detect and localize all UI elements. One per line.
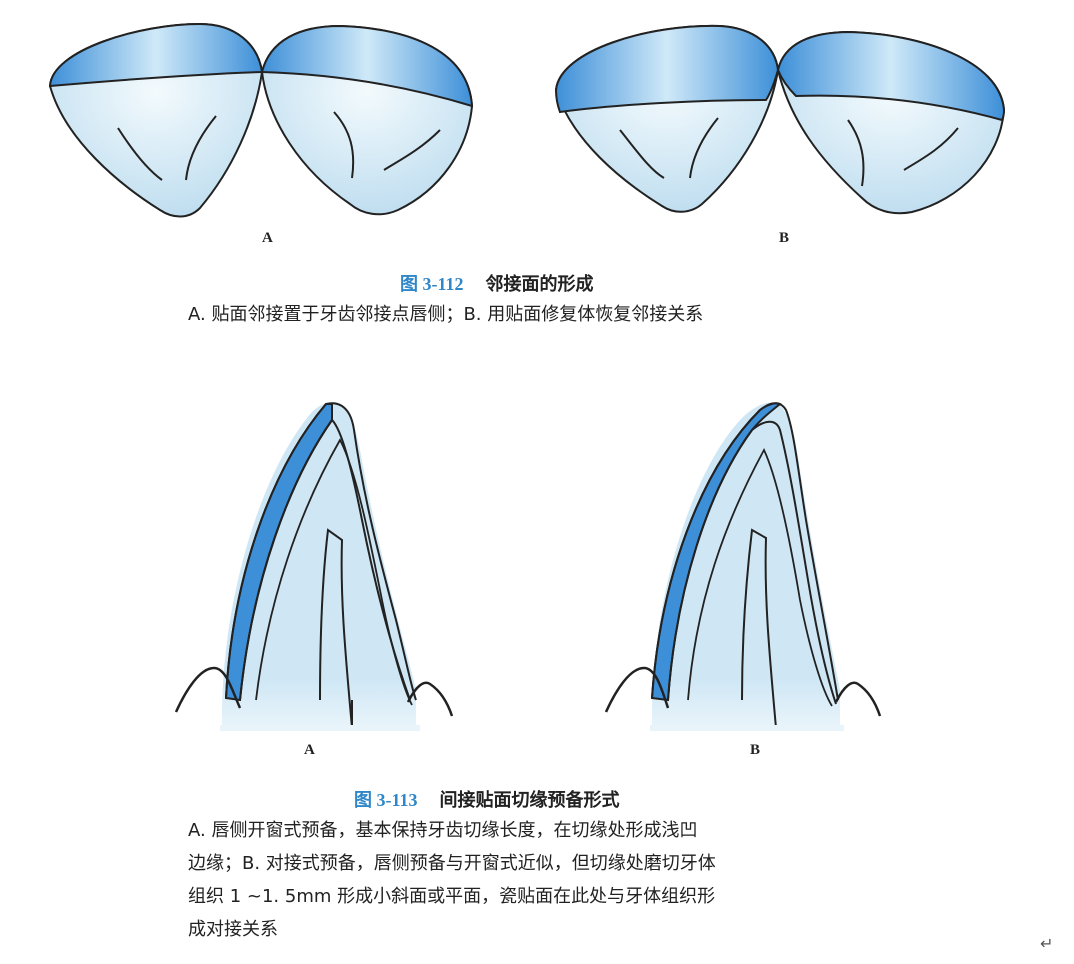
fig113-a-drawing [174,402,454,731]
fig112-label-a: A [262,230,273,246]
fig113-a-tooth [221,402,416,728]
fig113-label-a: A [304,742,315,758]
fig113-caption-line-2: 边缘；B. 对接式预备，唇侧预备与开窗式近似，但切缘处磨切牙体 [188,853,716,874]
fig113-caption-line-1: A. 唇侧开窗式预备，基本保持牙齿切缘长度，在切缘处形成浅凹 [188,820,698,841]
fig113-a-gum-left [174,666,242,713]
fig112-caption-text: A. 贴面邻接置于牙齿邻接点唇侧；B. 用贴面修复体恢复邻接关系 [188,304,704,325]
fig112-b-left-veneer [554,24,780,114]
fig112-b-drawing [554,24,1006,215]
fig113-caption-line-3: 组织 1 ~1. 5mm 形成小斜面或平面，瓷贴面在此处与牙体组织形 [188,886,716,907]
fig112-a-left-veneer [48,22,264,88]
fig112-a-right-veneer [260,24,474,108]
fig113-label-b: B [750,742,761,758]
fig112-title: 邻接面的形成 [485,274,594,295]
fig112-a-drawing [48,22,474,218]
fig113-title: 间接贴面切缘预备形式 [439,790,620,811]
fig112-caption-title: 图 3-112 邻接面的形成 [400,270,594,296]
fig112-label-b: B [779,230,790,246]
fig113-b-drawing [604,402,882,731]
fig113-a-gum-right [406,681,454,717]
fig113-b-tooth [651,402,840,728]
fig113-caption-title: 图 3-113 间接贴面切缘预备形式 [354,786,620,812]
fig113-number: 图 3-113 [354,790,418,810]
fig112-number: 图 3-112 [400,274,464,294]
fig113-caption-line-4: 成对接关系 [188,919,278,940]
return-mark: ↵ [1040,934,1054,953]
fig112-b-right-veneer [776,30,1006,122]
